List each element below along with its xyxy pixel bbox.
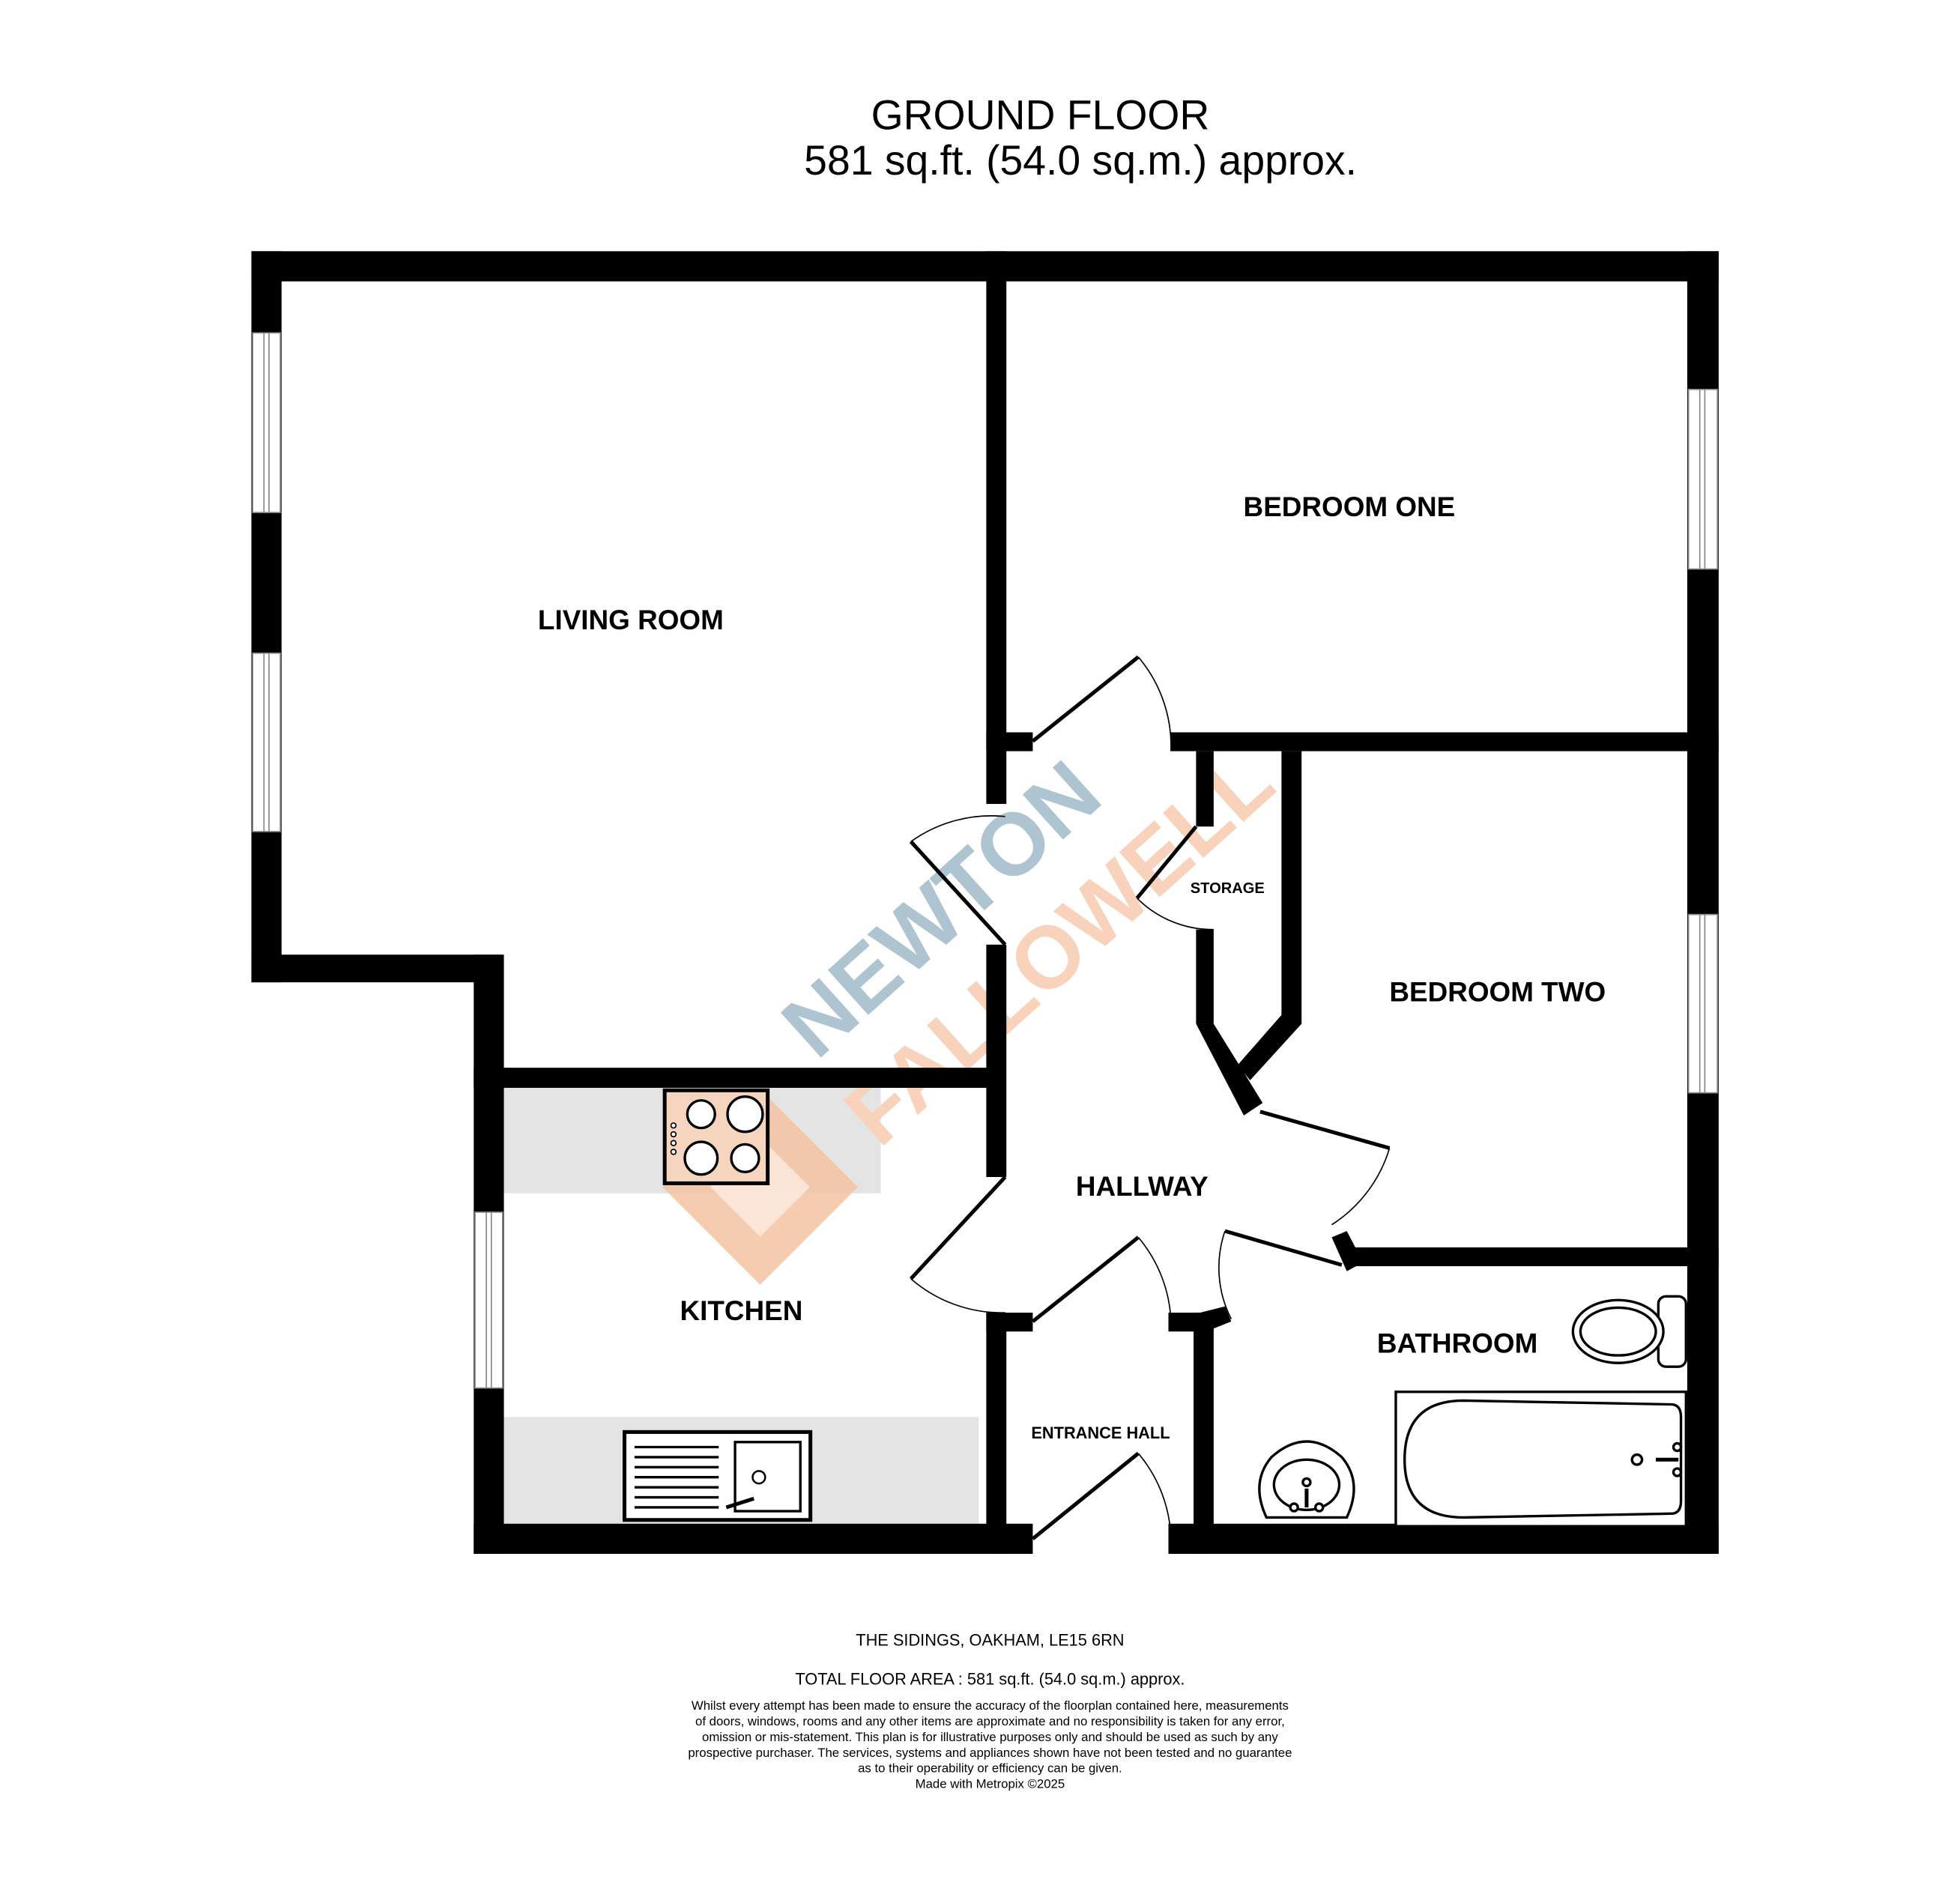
room-label-bedroom-one: BEDROOM ONE [1244, 491, 1456, 522]
bath-icon [1394, 1391, 1687, 1528]
svg-text:prospective purchaser. The ser: prospective purchaser. The services, sys… [688, 1746, 1292, 1760]
svg-text:of doors, windows, rooms and a: of doors, windows, rooms and any other i… [695, 1714, 1285, 1728]
walls [251, 251, 1719, 1555]
disclaimer: Whilst every attempt has been made to en… [688, 1698, 1292, 1791]
floor-title: GROUND FLOOR [871, 92, 1210, 139]
toilet-icon [1571, 1295, 1687, 1368]
svg-text:omission or mis-statement. Thi: omission or mis-statement. This plan is … [702, 1730, 1278, 1744]
room-label-kitchen: KITCHEN [680, 1295, 802, 1326]
basin-icon [1258, 1440, 1355, 1519]
room-label-storage: STORAGE [1191, 880, 1265, 897]
window-kitchen [474, 1211, 503, 1389]
credit: Made with Metropix ©2025 [916, 1777, 1065, 1791]
total-floor-area: TOTAL FLOOR AREA : 581 sq.ft. (54.0 sq.m… [795, 1669, 1185, 1688]
doors [909, 655, 1391, 1540]
room-label-hallway: HALLWAY [1076, 1171, 1209, 1202]
window-bedroom-two [1687, 913, 1719, 1094]
room-label-bathroom: BATHROOM [1377, 1328, 1537, 1359]
room-label-entrance-hall: ENTRANCE HALL [1031, 1423, 1170, 1442]
sink-icon [622, 1429, 813, 1522]
window-living-2 [252, 653, 281, 832]
hob-icon [662, 1088, 770, 1185]
address: THE SIDINGS, OAKHAM, LE15 6RN [856, 1630, 1124, 1649]
floor-area: 581 sq.ft. (54.0 sq.m.) approx. [804, 137, 1357, 184]
svg-text:Whilst every attempt has been: Whilst every attempt has been made to en… [692, 1698, 1289, 1713]
windows [252, 332, 1719, 1389]
window-bedroom-one [1687, 388, 1719, 570]
room-label-living-room: LIVING ROOM [538, 605, 724, 635]
window-living-1 [252, 332, 281, 513]
svg-text:as to their operability or eff: as to their operability or efficiency ca… [858, 1761, 1122, 1776]
room-label-bedroom-two: BEDROOM TWO [1389, 976, 1606, 1007]
